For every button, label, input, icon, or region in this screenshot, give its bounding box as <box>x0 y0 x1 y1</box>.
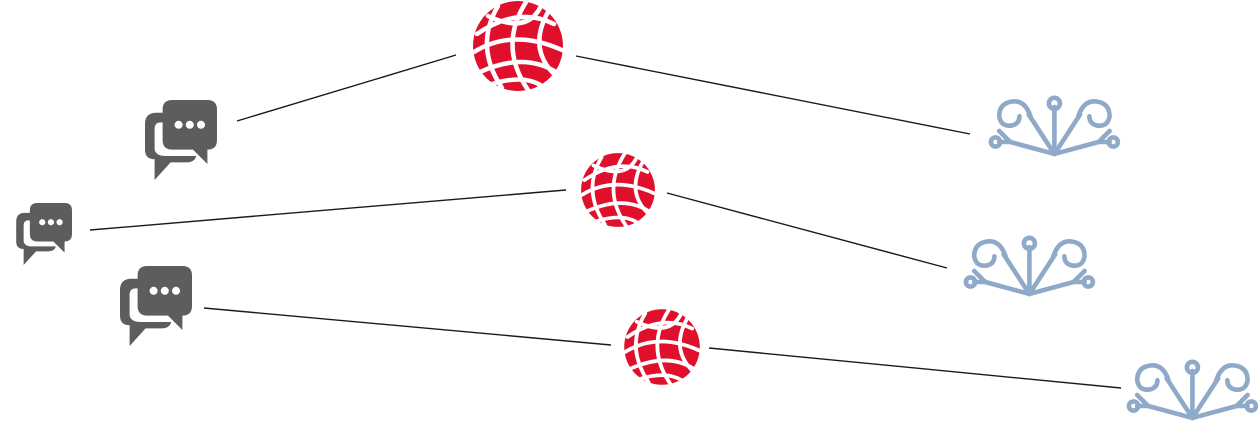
branching-network-icon-2 <box>966 238 1093 294</box>
chat-bubbles-icon-1 <box>145 100 217 180</box>
connection-chat-1-globe-1 <box>236 54 457 122</box>
network-globe-icon-3 <box>622 307 702 387</box>
connection-chat-3-globe-3 <box>203 307 612 346</box>
branching-network-icon-1 <box>991 98 1118 154</box>
connection-globe-3-tree-3 <box>708 347 1122 389</box>
network-globe-icon-1 <box>473 1 563 91</box>
chat-bubbles-icon-3 <box>120 266 192 346</box>
branching-network-icon-3 <box>1129 362 1256 418</box>
chat-bubbles-icon-2 <box>16 203 72 265</box>
connection-globe-2-tree-2 <box>666 192 948 269</box>
connection-globe-1-tree-1 <box>575 55 971 135</box>
connection-chat-2-globe-2 <box>89 189 567 231</box>
network-globe-icon-2 <box>579 151 657 229</box>
